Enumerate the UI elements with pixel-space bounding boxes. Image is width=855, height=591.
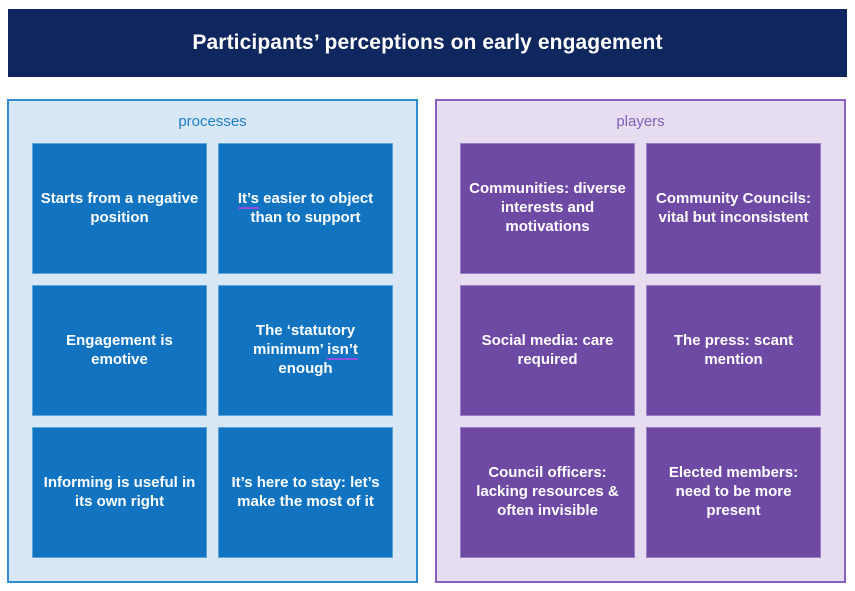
card-text: It’s easier to object than to support xyxy=(237,189,374,226)
card-text: It’s here to stay: let’s make the most o… xyxy=(231,473,380,510)
slide-title-banner: Participants’ perceptions on early engag… xyxy=(8,9,847,77)
panel-players-heading: players xyxy=(616,113,665,130)
card-text: Starts from a negative position xyxy=(40,189,199,226)
panel-players-card-grid: Communities: diverse interests and motiv… xyxy=(437,139,844,581)
card-processes-4[interactable]: The ‘statutory minimum’ isn’t enough xyxy=(218,285,393,416)
card-processes-3[interactable]: Engagement is emotive xyxy=(32,285,207,416)
card-players-5[interactable]: Council officers: lacking resources & of… xyxy=(460,427,635,558)
card-text: Engagement is emotive xyxy=(66,331,173,368)
panel-processes: processes Starts from a negative positio… xyxy=(7,99,418,583)
card-processes-2[interactable]: It’s easier to object than to support xyxy=(218,143,393,274)
grammar-flagged-word: isn’t xyxy=(327,341,359,361)
card-processes-1[interactable]: Starts from a negative position xyxy=(32,143,207,274)
panel-processes-card-grid: Starts from a negative position It’s eas… xyxy=(9,139,416,581)
card-players-2[interactable]: Community Councils: vital but inconsiste… xyxy=(646,143,821,274)
card-players-3[interactable]: Social media: care required xyxy=(460,285,635,416)
card-text: Informing is useful in its own right xyxy=(43,473,196,510)
card-text: The ‘statutory minimum’ isn’t enough xyxy=(252,322,359,377)
card-players-4[interactable]: The press: scant mention xyxy=(646,285,821,416)
card-text: Council officers: lacking resources & of… xyxy=(476,464,619,519)
card-players-1[interactable]: Communities: diverse interests and motiv… xyxy=(460,143,635,274)
card-text: Communities: diverse interests and motiv… xyxy=(469,180,626,235)
card-processes-6[interactable]: It’s here to stay: let’s make the most o… xyxy=(218,427,393,558)
page-title: Participants’ perceptions on early engag… xyxy=(192,31,663,55)
card-players-6[interactable]: Elected members: need to be more present xyxy=(646,427,821,558)
card-text: Social media: care required xyxy=(481,331,614,368)
panel-processes-heading: processes xyxy=(178,113,247,130)
panel-players: players Communities: diverse interests a… xyxy=(435,99,846,583)
card-text: Community Councils: vital but inconsiste… xyxy=(655,189,811,226)
grammar-flagged-word: It’s xyxy=(237,189,259,209)
card-text: Elected members: need to be more present xyxy=(668,464,799,519)
card-processes-5[interactable]: Informing is useful in its own right xyxy=(32,427,207,558)
card-text: The press: scant mention xyxy=(673,331,794,368)
